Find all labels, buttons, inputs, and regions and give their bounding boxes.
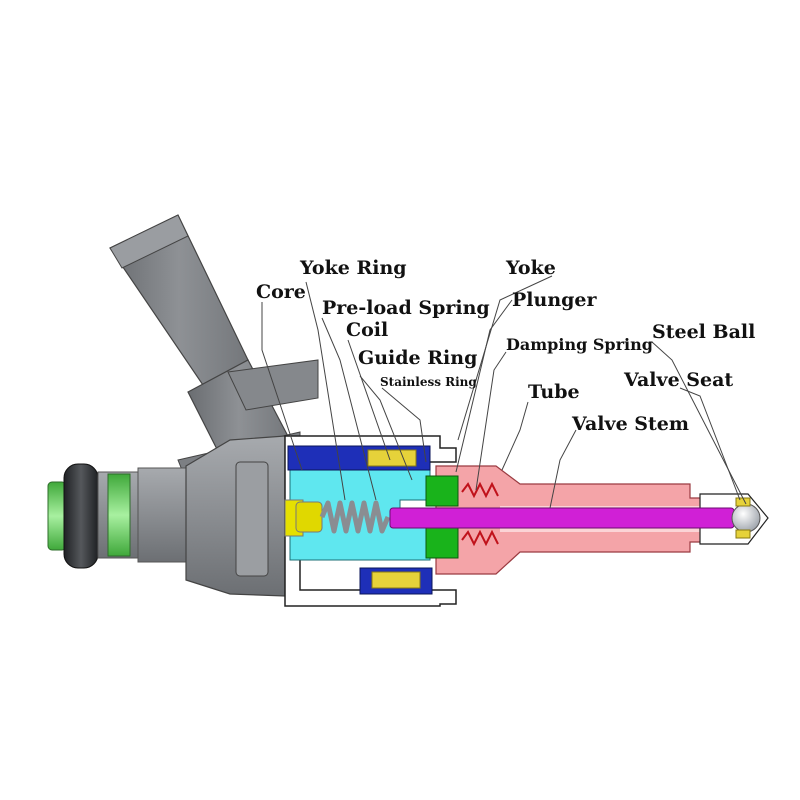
- label-tube: Tube: [528, 381, 580, 403]
- label-valve-seat: Valve Seat: [623, 369, 733, 391]
- plunger-section: [425, 475, 459, 559]
- leader-core: [261, 302, 303, 471]
- inlet-oring: [63, 463, 99, 569]
- housing: [185, 435, 286, 597]
- label-valve-stem: Valve Stem: [571, 413, 689, 435]
- damping-spring-top: [461, 481, 499, 499]
- preload-spring-coil: [319, 500, 391, 534]
- coil-section: [287, 445, 433, 595]
- inlet-body: [137, 467, 189, 563]
- leader-preload-spring: [321, 317, 377, 501]
- leader-tube: [501, 401, 529, 471]
- damping-spring-bottom: [461, 529, 499, 547]
- leader-yoke: [457, 275, 553, 441]
- steel-ball: [731, 503, 761, 533]
- labels: Core Yoke Ring Pre-load Spring Coil Guid…: [256, 257, 755, 435]
- leader-yoke-ring: [305, 281, 346, 501]
- inlet-green-band: [107, 473, 131, 557]
- plunger-bottom: [425, 527, 459, 559]
- leader-lines: [261, 275, 747, 509]
- leader-guide-ring: [359, 375, 413, 481]
- housing-clip: [235, 461, 269, 577]
- preload-spring: [295, 500, 391, 534]
- label-yoke: Yoke: [505, 257, 556, 279]
- label-plunger: Plunger: [512, 289, 598, 311]
- yoke-ring-bottom: [371, 571, 421, 589]
- label-coil: Coil: [346, 319, 388, 341]
- leader-plunger: [455, 299, 513, 473]
- damping-spring: [461, 481, 499, 547]
- valve-stem-section: [389, 497, 761, 539]
- label-stainless-ring: Stainless Ring: [380, 375, 477, 389]
- connector-plug-face: [109, 214, 189, 269]
- leader-steel-ball: [651, 341, 747, 505]
- leader-stainless-ring: [381, 387, 427, 463]
- label-guide-ring: Guide Ring: [358, 347, 477, 369]
- label-core: Core: [256, 281, 306, 303]
- yoke-ring-top: [367, 449, 417, 467]
- valve-seat-bottom: [735, 529, 751, 539]
- spring-seat: [295, 501, 323, 533]
- inlet-green-cap: [47, 481, 67, 551]
- leader-coil: [347, 339, 391, 461]
- inlet-end: [47, 463, 189, 569]
- leader-valve-stem: [549, 429, 577, 509]
- connector-latch: [227, 359, 319, 411]
- label-preload-spring: Pre-load Spring: [322, 297, 490, 319]
- valve-stem: [389, 507, 735, 529]
- leader-valve-seat: [679, 387, 741, 501]
- leader-damping-spring: [475, 351, 507, 491]
- plunger-top: [425, 475, 459, 507]
- label-damping-spring: Damping Spring: [506, 335, 653, 354]
- label-steel-ball: Steel Ball: [652, 321, 755, 343]
- label-yoke-ring: Yoke Ring: [299, 257, 407, 279]
